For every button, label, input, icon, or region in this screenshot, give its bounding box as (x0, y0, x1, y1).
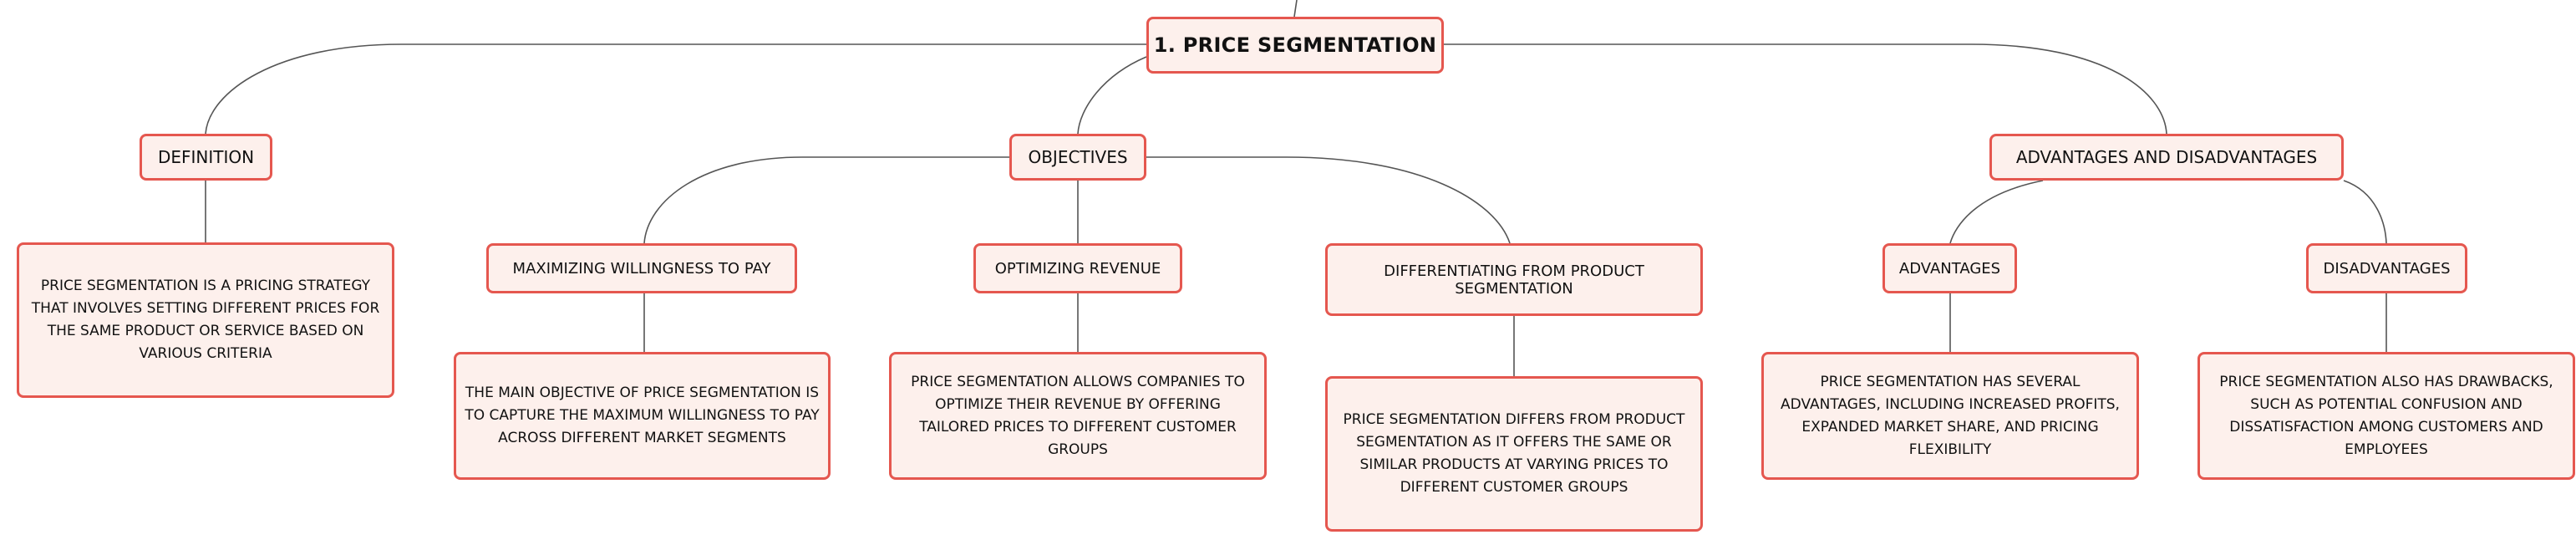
connector-root-definition (205, 43, 1146, 135)
disadvantages-text[interactable]: PRICE SEGMENTATION ALSO HAS DRAWBACKS, S… (2197, 352, 2575, 480)
connector-pros-disadvantages (2343, 180, 2387, 244)
connector-pros-advantages (1949, 180, 2044, 244)
maximizing-willingness-text[interactable]: THE MAIN OBJECTIVE OF PRICE SEGMENTATION… (454, 352, 831, 480)
subtopic-maximizing-willingness-to-pay[interactable]: MAXIMIZING WILLINGNESS TO PAY (486, 243, 797, 293)
subtopic-advantages[interactable]: ADVANTAGES (1882, 243, 2017, 293)
topic-definition[interactable]: DEFINITION (140, 134, 272, 181)
optimizing-revenue-text[interactable]: PRICE SEGMENTATION ALLOWS COMPANIES TO O… (889, 352, 1267, 480)
differentiating-text[interactable]: PRICE SEGMENTATION DIFFERS FROM PRODUCT … (1325, 376, 1703, 532)
connector-root-pros-cons (1444, 43, 2167, 135)
definition-text[interactable]: PRICE SEGMENTATION IS A PRICING STRATEGY… (17, 242, 394, 398)
connector-parent-root (1293, 0, 1298, 18)
connector-objectives-willingness (643, 156, 1009, 244)
topic-objectives[interactable]: OBJECTIVES (1009, 134, 1146, 181)
connector-objectives-differentiating (1146, 156, 1511, 244)
connector-root-objectives (1077, 56, 1147, 135)
topic-advantages-and-disadvantages[interactable]: ADVANTAGES AND DISADVANTAGES (1989, 134, 2344, 181)
subtopic-disadvantages[interactable]: DISADVANTAGES (2306, 243, 2467, 293)
root-topic[interactable]: 1. PRICE SEGMENTATION (1146, 17, 1444, 74)
subtopic-differentiating-from-product-segmentation[interactable]: DIFFERENTIATING FROM PRODUCT SEGMENTATIO… (1325, 243, 1703, 316)
advantages-text[interactable]: PRICE SEGMENTATION HAS SEVERAL ADVANTAGE… (1761, 352, 2139, 480)
subtopic-optimizing-revenue[interactable]: OPTIMIZING REVENUE (973, 243, 1182, 293)
